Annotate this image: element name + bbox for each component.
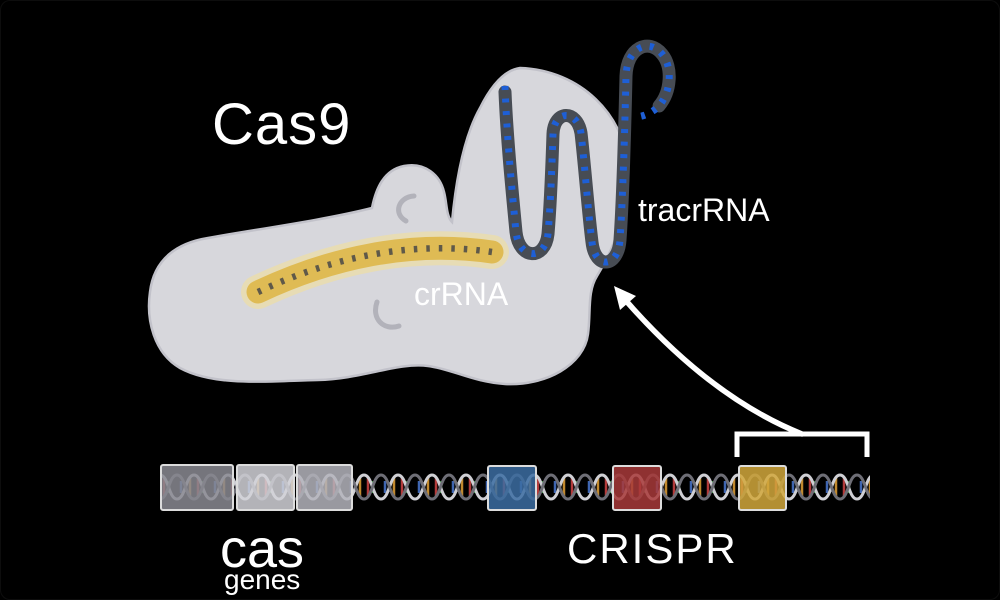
tracrrna-strand [498,39,676,269]
tracrrna-ribbon [498,39,676,269]
dna-segment-cas-gene-1 [160,464,234,511]
crrna-band [246,236,504,304]
bracket [734,431,870,457]
dna-segment-cas-gene-3 [296,464,353,511]
bracket-line [734,431,870,457]
crrna-label: crRNA [414,276,509,312]
dna-segment-spacer-yellow [738,465,787,511]
dna-strip [160,464,870,511]
arrow [614,286,805,437]
protein-detail-hook-2 [373,299,402,330]
tracrrna-dotted-line [501,42,673,266]
crrna-strand [241,231,509,309]
cas-label: cas [220,519,305,579]
dna-segment-spacer-red [612,465,662,511]
arrow-shaft [625,300,805,437]
cas9-label: Cas9 [212,92,352,157]
genes-label: genes [224,564,301,595]
tracrrna-label: tracrRNA [638,192,770,228]
dna-segment-spacer-blue [487,465,537,511]
crispr-label: CRISPR [567,525,738,572]
protein-detail-hook-1 [396,193,417,224]
dna-segment-cas-gene-2 [236,464,295,511]
arrow-head [614,286,636,310]
